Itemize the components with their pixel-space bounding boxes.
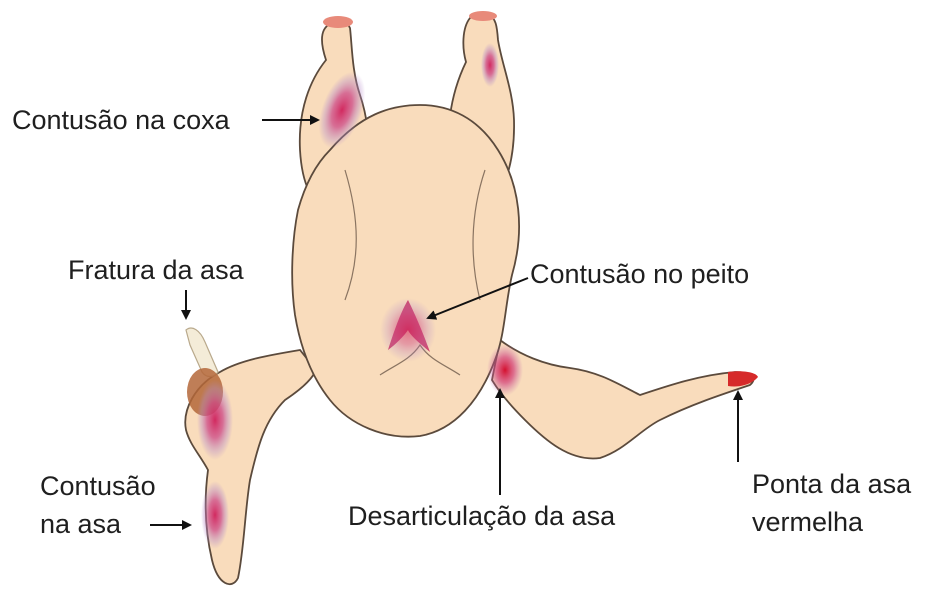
label-red-wing-tip-line1: Ponta da asa <box>752 468 911 500</box>
left-leg-cut-end <box>323 16 353 28</box>
label-wing-bruise-line2: na asa <box>40 508 121 540</box>
right-leg-cut-end <box>469 11 497 21</box>
wing-dislocation-bruise <box>487 344 523 396</box>
wing-bruise-upper <box>197 380 233 460</box>
label-wing-dislocation: Desarticulação da asa <box>348 500 615 532</box>
carcass-body <box>292 105 519 437</box>
label-breast-bruise: Contusão no peito <box>530 258 749 290</box>
wing-bruise-lower <box>201 481 229 549</box>
wing-tip-red <box>728 371 758 386</box>
breast-bruise-halo <box>380 298 436 362</box>
label-wing-fracture: Fratura da asa <box>68 254 244 286</box>
right-wing <box>492 340 754 458</box>
label-red-wing-tip-line2: vermelha <box>752 506 863 538</box>
label-thigh-bruise: Contusão na coxa <box>12 104 230 136</box>
label-wing-bruise-line1: Contusão <box>40 470 156 502</box>
right-leg-bruise <box>481 43 499 87</box>
